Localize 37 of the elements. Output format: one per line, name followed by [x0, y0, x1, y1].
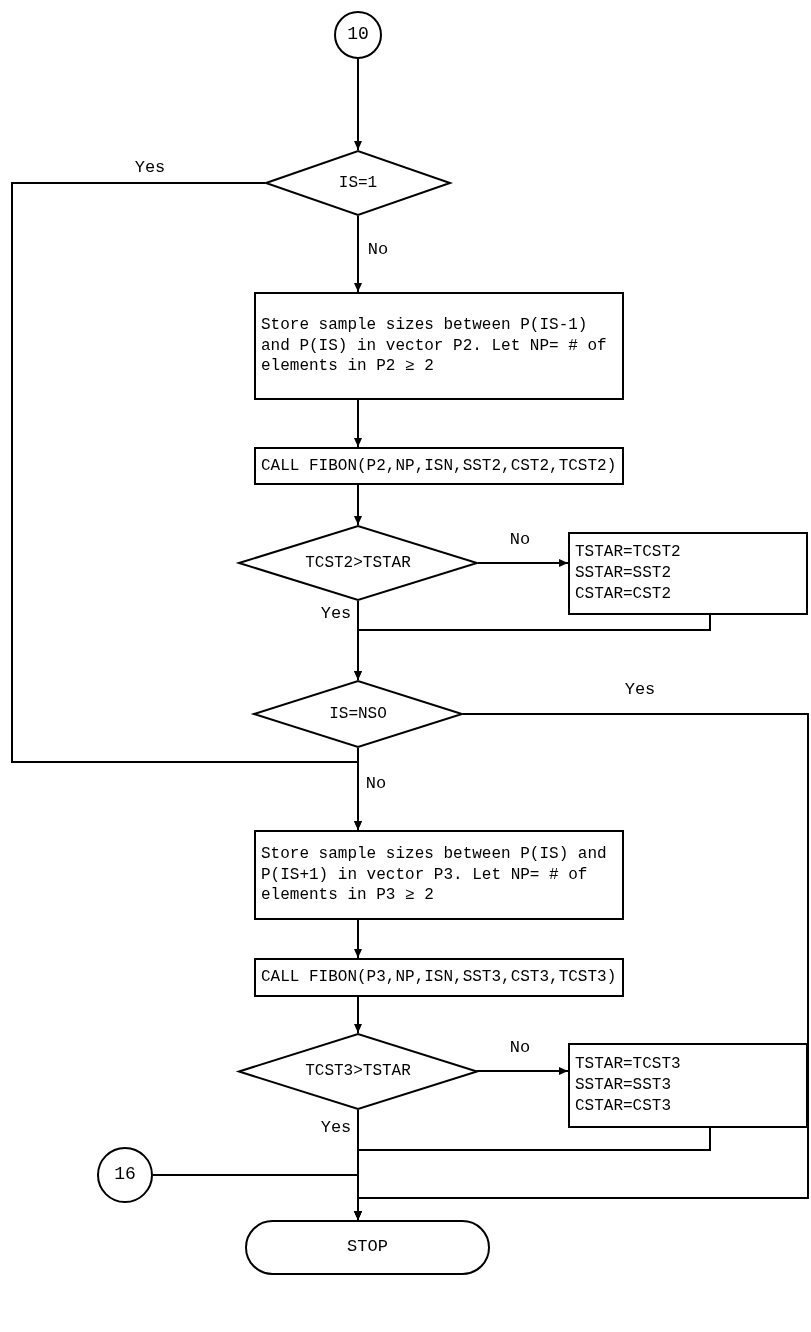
node-text: CALL FIBON(P3,NP,ISN,SST3,CST3,TCST3): [261, 967, 617, 988]
arrow: [354, 215, 362, 293]
node-text: TSTAR=TCST3: [575, 1054, 681, 1076]
node-text: SSTAR=SST2: [575, 563, 671, 584]
terminal-box: [245, 1220, 490, 1275]
process-box: [568, 1043, 808, 1128]
node-text: TCST3>TSTAR: [305, 1061, 411, 1082]
arrow: [354, 747, 362, 831]
node-text: 10: [347, 23, 369, 47]
node-text: 16: [114, 1163, 136, 1187]
arrow: [475, 1067, 569, 1075]
node-text: STOP: [347, 1236, 388, 1259]
arrow: [354, 919, 362, 959]
arrow: [354, 399, 362, 448]
process-box: [568, 532, 808, 615]
node-text: TCST2>TSTAR: [305, 552, 411, 574]
connector-circle: [97, 1147, 153, 1203]
node-text: TSTAR=TCST2: [575, 542, 681, 564]
node-text: CSTAR=CST2: [575, 583, 671, 605]
node-text: IS=NSO: [329, 703, 387, 725]
arrow: [354, 484, 362, 526]
node-text: CSTAR=CST3: [575, 1095, 671, 1117]
process-box: [254, 958, 624, 997]
process-box: [254, 447, 624, 485]
arrow: [354, 614, 711, 681]
node-text: SSTAR=SST3: [575, 1075, 671, 1096]
arrow: [477, 559, 569, 567]
connector-circle: [334, 11, 382, 59]
process-box: [254, 830, 624, 920]
process-box: [254, 292, 624, 400]
node-text: CALL FIBON(P2,NP,ISN,SST2,CST2,TCST2): [261, 455, 617, 477]
arrow: [152, 1174, 362, 1221]
node-text: IS=1: [338, 172, 378, 194]
arrow: [354, 996, 362, 1034]
arrow: [354, 58, 362, 151]
node-text: Store sample sizes between P(IS) and P(IS+1) in vector P3. Let NP= # of elements in P3 ≥ 2: [261, 843, 608, 907]
node-text: Store sample sizes between P(IS-1) and P(IS) in vector P2. Let NP= # of elements in P2 ≥ 2: [261, 314, 608, 378]
